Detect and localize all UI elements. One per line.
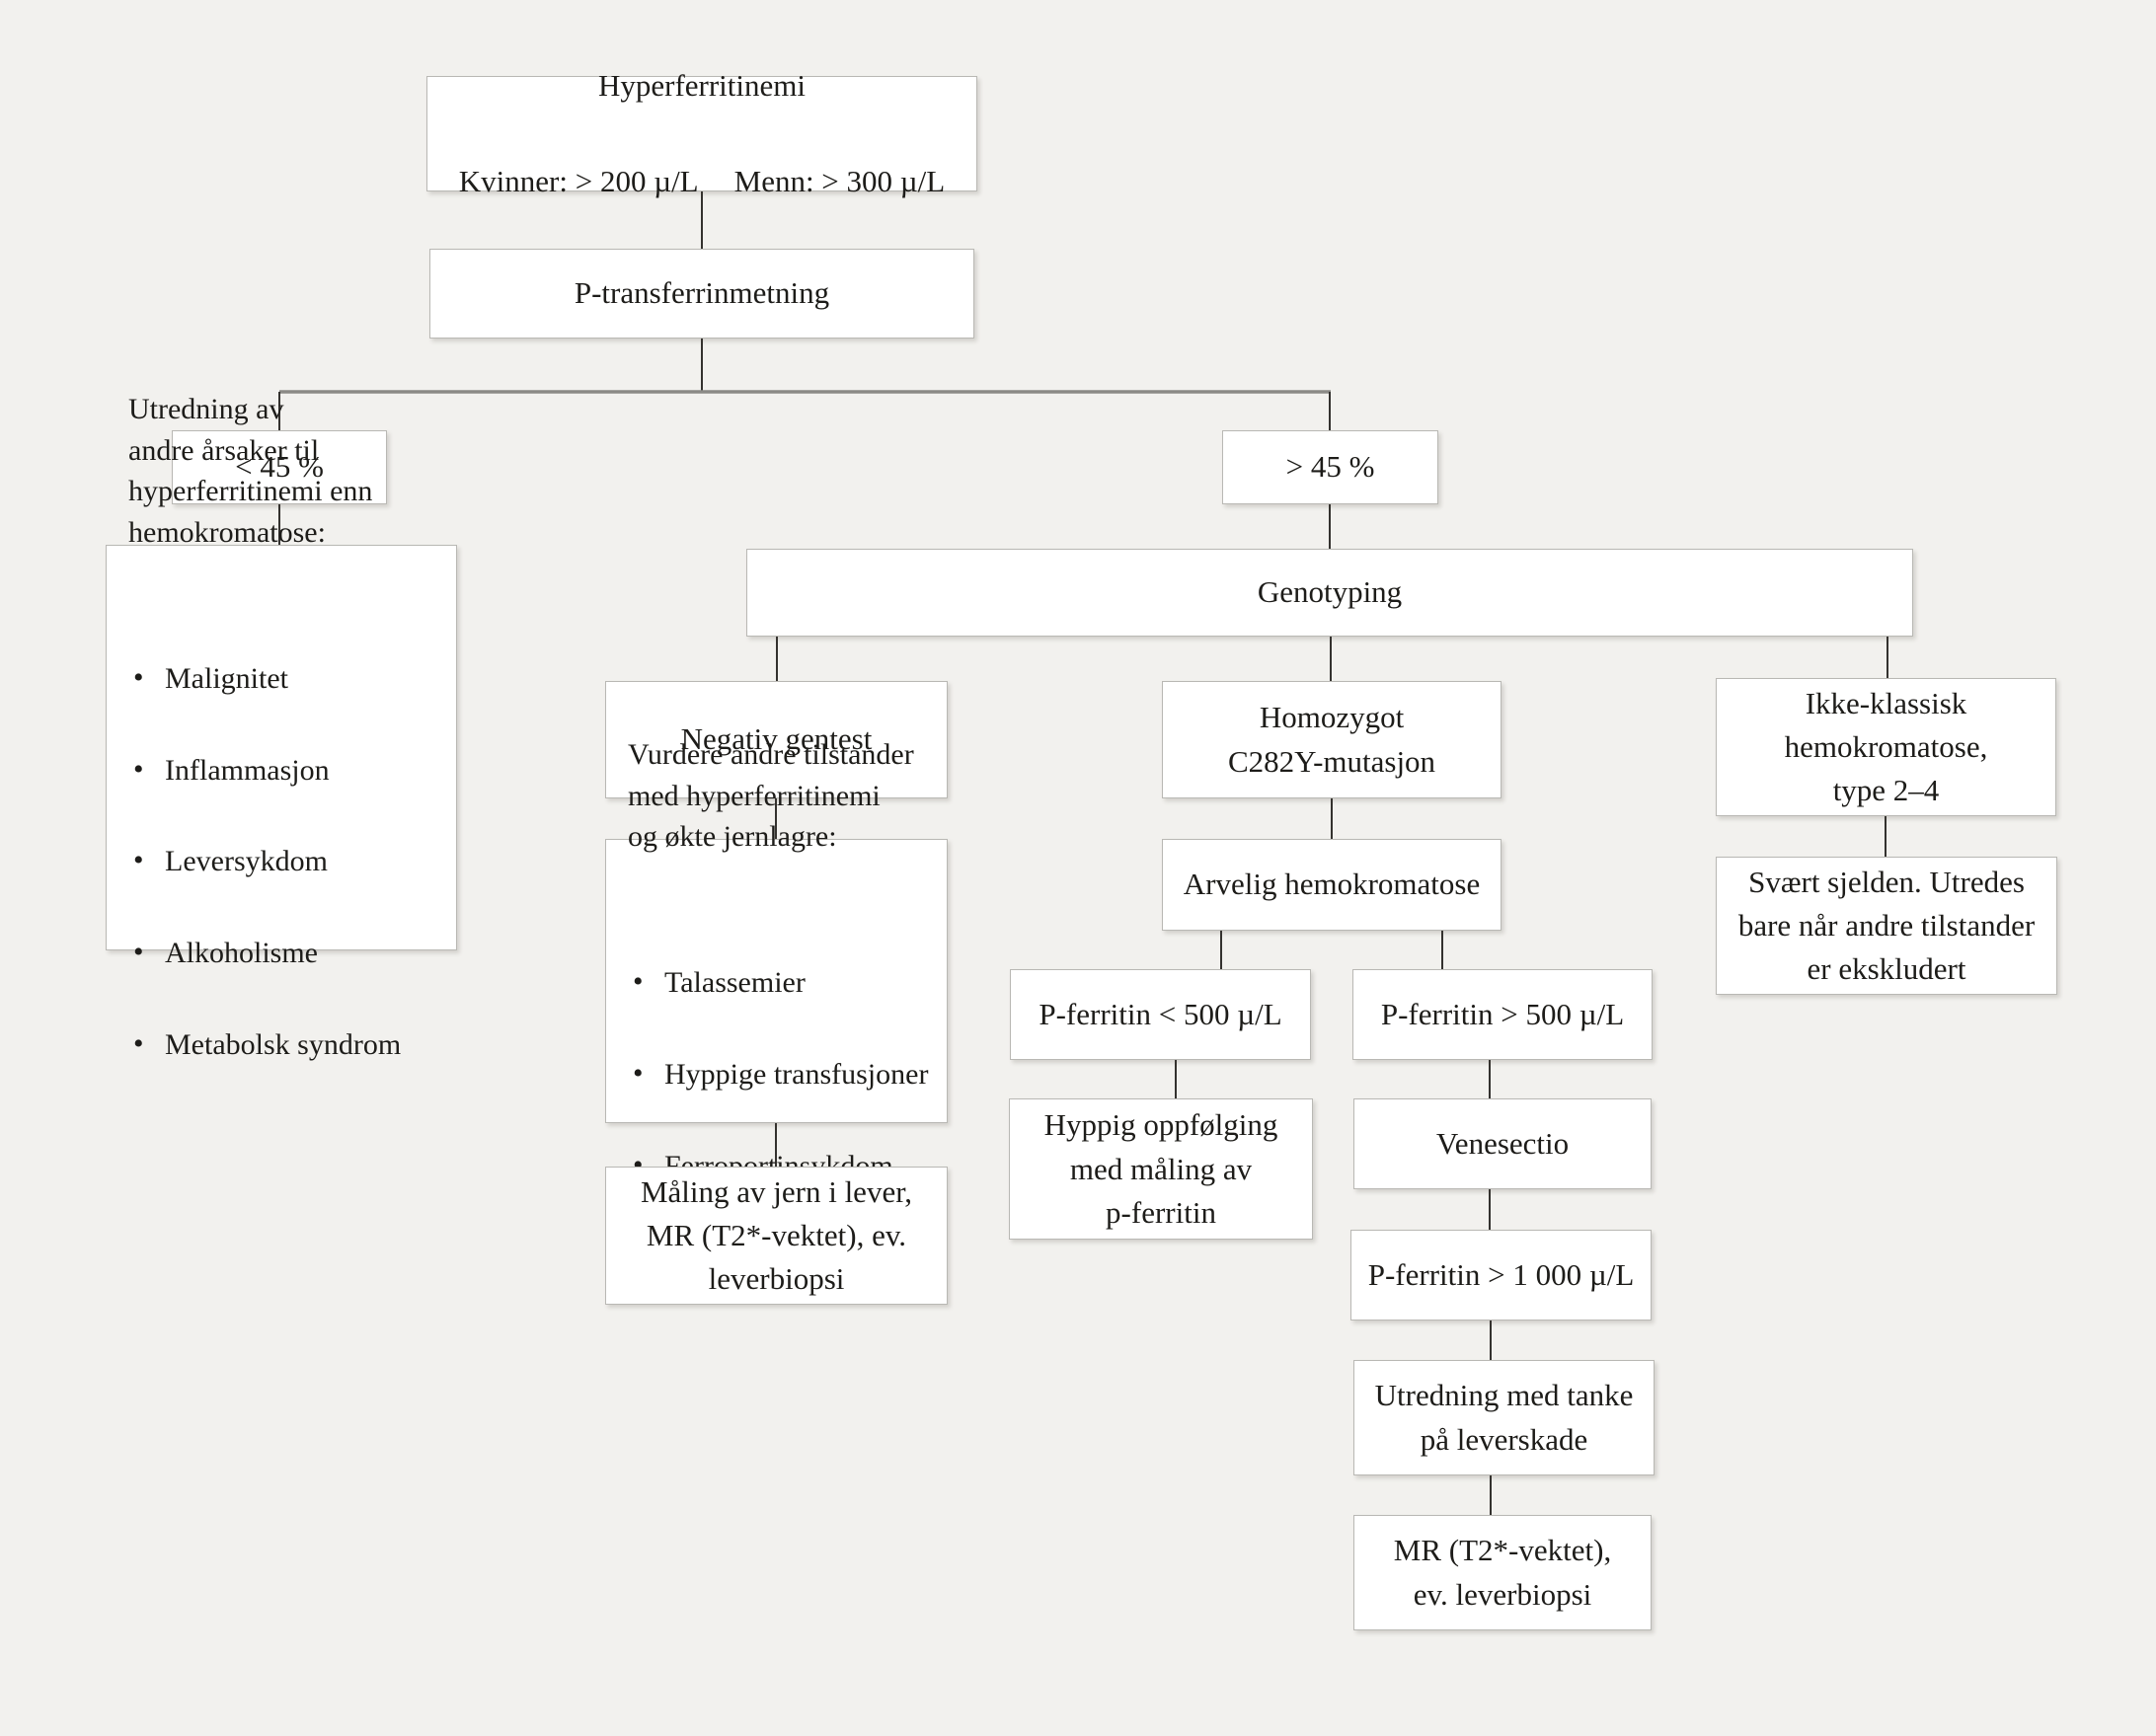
node-maling-jern-lever: Måling av jern i lever, MR (T2*-vektet),…	[605, 1167, 948, 1305]
node-vurdere-andre-tilstander: Vurdere andre tilstander med hyperferrit…	[605, 738, 948, 1186]
node-p-ferritin-lt-500: P-ferritin < 500 µ/L	[1010, 969, 1311, 1060]
node-hyperferritinemi-criteria: Kvinner: > 200 µ/L Menn: > 300 µ/L	[459, 160, 945, 203]
other-causes-list: Malignitet Inflammasjon Leversykdom Alko…	[128, 607, 401, 1105]
criteria-men: Menn: > 300 µ/L	[733, 163, 946, 198]
list-item: Talassemier	[628, 961, 928, 1003]
criteria-women: Kvinner: > 200 µ/L	[458, 163, 699, 198]
node-hyperferritinemi: Hyperferritinemi Kvinner: > 200 µ/L Menn:…	[426, 68, 977, 198]
list-item: Leversykdom	[128, 840, 401, 881]
node-lt-45-percent: < 45 %	[172, 430, 387, 504]
other-causes-title: Utredning av andre årsaker til hyperferr…	[128, 393, 373, 549]
node-p-ferritin-gt-500: P-ferritin > 500 µ/L	[1352, 969, 1653, 1060]
node-p-transferrinmetning: P-transferrinmetning	[429, 249, 974, 339]
list-item: Metabolsk syndrom	[128, 1023, 401, 1065]
list-item: Inflammasjon	[128, 748, 401, 791]
node-arvelig-hemokromatose: Arvelig hemokromatose	[1162, 839, 1502, 931]
list-item: Alkoholisme	[128, 932, 401, 973]
node-svart-sjelden: Svært sjelden. Utredes bare når andre ti…	[1716, 857, 2057, 995]
node-homozygot-c282y: Homozygot C282Y-mutasjon	[1162, 681, 1502, 798]
node-negativ-gentest: Negativ gentest	[605, 681, 948, 798]
vurdere-title: Vurdere andre tilstander med hyperferrit…	[628, 738, 914, 854]
node-p-ferritin-gt-1000: P-ferritin > 1 000 µ/L	[1350, 1230, 1652, 1321]
node-hyperferritinemi-title: Hyperferritinemi	[597, 68, 807, 104]
node-hyppig-oppfolging: Hyppig oppfølging med måling av p-ferrit…	[1009, 1098, 1313, 1240]
list-item: Malignitet	[128, 657, 401, 699]
node-other-causes: Utredning av andre årsaker til hyperferr…	[106, 393, 457, 1065]
node-gt-45-percent: > 45 %	[1222, 430, 1438, 504]
node-venesectio: Venesectio	[1353, 1098, 1652, 1189]
node-mr-t2-leverbiopsi: MR (T2*-vektet), ev. leverbiopsi	[1353, 1515, 1652, 1630]
node-genotyping: Genotyping	[746, 549, 1913, 637]
node-utredning-leverskade: Utredning med tanke på leverskade	[1353, 1360, 1655, 1475]
list-item: Hyppige transfusjoner	[628, 1053, 928, 1094]
node-ikke-klassisk-hemokromatose: Ikke-klassisk hemokromatose, type 2–4	[1716, 678, 2056, 816]
